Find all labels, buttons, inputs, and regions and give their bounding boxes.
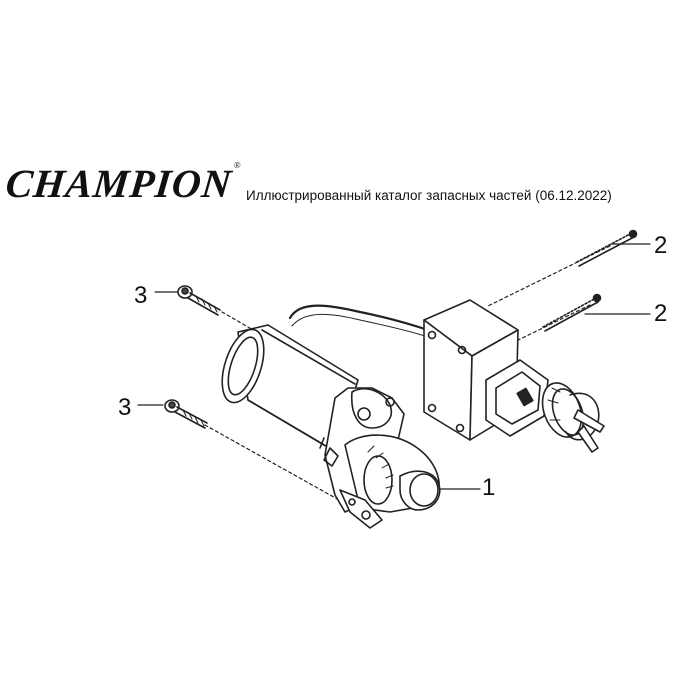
relay-box bbox=[423, 299, 549, 441]
leader-lines bbox=[137, 243, 651, 506]
starter-cable bbox=[288, 304, 430, 332]
callout-2-lower: 2 bbox=[654, 300, 668, 327]
flange-bolt-lower bbox=[164, 399, 208, 429]
connector-plug bbox=[541, 382, 605, 453]
callout-3-lower: 3 bbox=[118, 394, 132, 421]
callout-2-upper: 2 bbox=[654, 232, 668, 259]
callout-1-starter: 1 bbox=[482, 474, 496, 501]
flange-bolt-upper bbox=[177, 285, 221, 316]
callout-3-upper: 3 bbox=[134, 282, 148, 309]
long-screw-lower bbox=[542, 293, 602, 332]
long-screw-upper bbox=[576, 229, 638, 267]
starter-motor bbox=[221, 324, 441, 529]
catalog-title: Иллюстрированный каталог запасных частей… bbox=[246, 188, 612, 203]
